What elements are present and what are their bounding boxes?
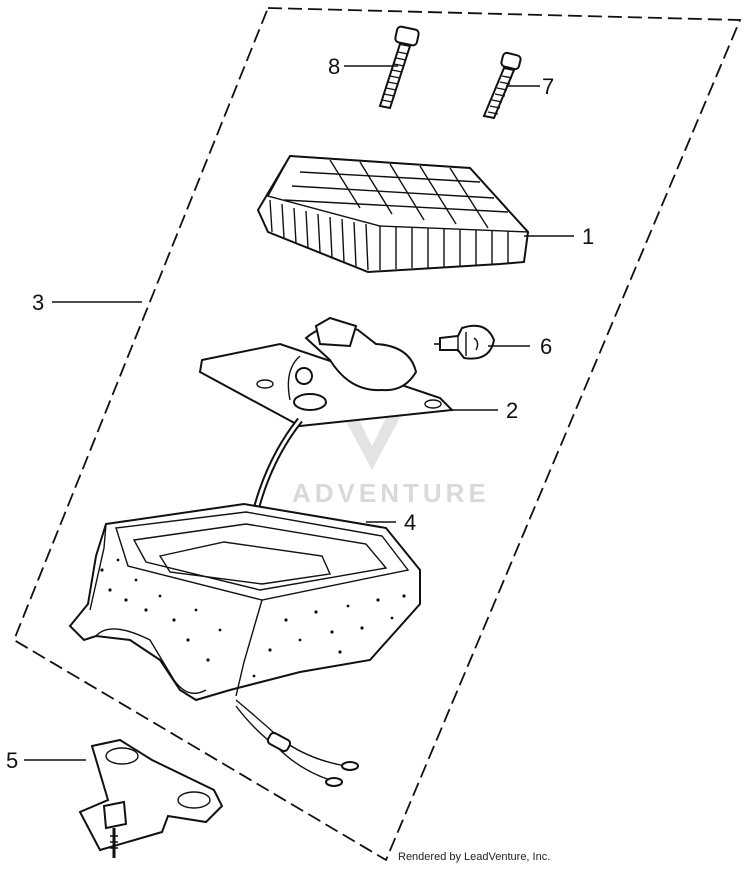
screw-7: [482, 51, 522, 120]
callout-6: 6: [540, 334, 552, 359]
leader-lines: [24, 65, 574, 761]
housing-shading: [100, 558, 406, 678]
callout-4: 4: [404, 510, 416, 535]
render-credit: Rendered by LeadVenture, Inc.: [398, 851, 551, 863]
callout-7: 7: [542, 74, 554, 99]
callout-2: 2: [506, 398, 518, 423]
assembly-boundary: [12, 7, 742, 862]
callout-8: 8: [328, 54, 340, 79]
watermark-text: ADVENTURE: [292, 478, 490, 508]
watermark: ADVENTURE: [292, 410, 490, 508]
callout-5: 5: [6, 748, 18, 773]
bulb-6: [434, 324, 496, 360]
housing-4: [68, 502, 421, 702]
screw-8: [378, 25, 420, 110]
callout-labels: 8 7 1 3 6 2 4 5: [6, 54, 594, 773]
callout-3: 3: [32, 290, 44, 315]
lens-1: [256, 154, 530, 274]
callout-1: 1: [582, 224, 594, 249]
bracket-5: [78, 738, 224, 858]
socket-plate-2: [198, 316, 455, 428]
lead-wires: [235, 699, 359, 787]
